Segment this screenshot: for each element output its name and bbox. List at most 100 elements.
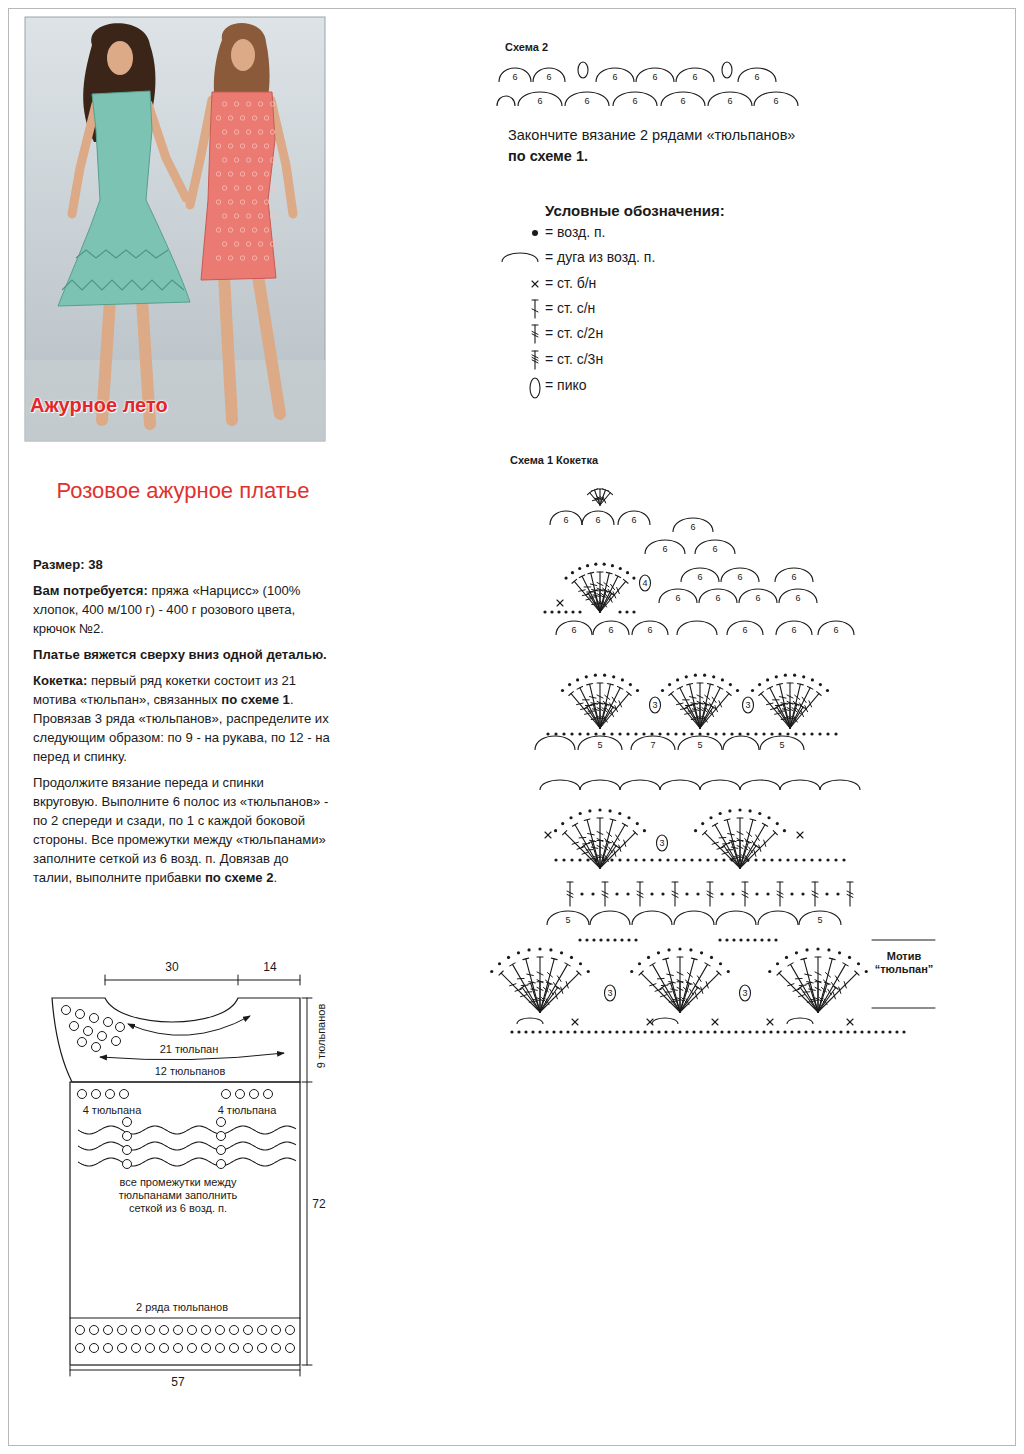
chain-dot — [776, 962, 779, 965]
sc-mark — [847, 1019, 853, 1025]
chain-dot — [755, 892, 758, 895]
chain-dot — [602, 858, 605, 861]
chain-dot — [860, 1030, 863, 1033]
chain-arc — [775, 568, 813, 582]
stitch-count: 7 — [650, 740, 655, 750]
stitch-bar — [527, 974, 534, 975]
dress-lace — [258, 130, 262, 134]
tulip-circle — [202, 1344, 211, 1353]
stitch-bar — [532, 355, 538, 358]
chain-arc — [502, 253, 538, 262]
chain-arc — [676, 68, 714, 82]
stitch-top — [833, 986, 838, 990]
chain-dot — [658, 858, 661, 861]
stitch-post — [779, 973, 818, 1012]
tulip-circle — [174, 1344, 183, 1353]
stitch-count: 6 — [773, 96, 778, 106]
chain-arc — [618, 511, 650, 525]
chain-dot — [766, 678, 769, 681]
dimension-line — [105, 980, 300, 981]
stitch-count: 6 — [563, 515, 568, 525]
chain-dot — [594, 674, 597, 677]
stitch-post — [777, 707, 790, 728]
stitch-top — [623, 579, 628, 583]
chain-dot — [650, 892, 653, 895]
stitch-bar — [566, 982, 568, 988]
chain-arc — [799, 911, 841, 925]
stitch-bar — [742, 894, 748, 897]
dress-lace — [258, 102, 262, 106]
chain-dot — [579, 962, 582, 965]
stitch-top — [523, 958, 529, 960]
chain-dot — [560, 951, 563, 954]
stitch-bar — [672, 894, 678, 897]
stitch-top — [650, 963, 655, 966]
tulip-circle — [78, 1038, 87, 1047]
stitch-bar — [597, 583, 603, 586]
tulip-circle — [216, 1326, 225, 1335]
stitch-bar — [604, 583, 609, 587]
chain-dot — [825, 1030, 828, 1033]
dress-lace — [246, 186, 250, 190]
chain-dot — [758, 683, 761, 686]
dress-lace — [234, 214, 238, 218]
count-arrow — [128, 1016, 250, 1035]
chain-dot — [627, 816, 630, 819]
chain-dot — [643, 829, 646, 832]
stitch-bar — [812, 894, 818, 897]
stitch-post — [739, 841, 740, 869]
stitch-bar — [510, 984, 516, 986]
dress-lace — [228, 228, 232, 232]
chain-dot — [819, 683, 822, 686]
stitch-post — [818, 959, 832, 1012]
stitch-top — [615, 575, 620, 578]
legend-entry: = дуга из возд. п. — [545, 249, 655, 266]
stitch-post — [680, 988, 698, 1012]
instruction: по схеме 1. — [508, 148, 588, 165]
stitch-bar — [529, 1001, 536, 1002]
sc-mark — [545, 832, 551, 838]
dress-lace — [240, 228, 244, 232]
chain-arc — [590, 911, 630, 925]
legend-symbol — [530, 378, 540, 398]
chain-dot — [776, 822, 779, 825]
chain-dot — [682, 858, 685, 861]
chain-dot — [853, 1030, 856, 1033]
chain-dot — [802, 675, 805, 678]
chain-dot — [725, 938, 728, 941]
stitch-top — [520, 986, 525, 990]
stitch-post — [687, 707, 700, 728]
stitch-bar — [533, 999, 540, 1001]
stitch-post — [534, 300, 535, 318]
chain-arc — [497, 96, 515, 106]
chain-dot — [490, 970, 493, 973]
chain-dot — [838, 951, 841, 954]
stitch-bar — [597, 839, 603, 842]
stitch-bar — [795, 978, 802, 979]
stitch-top — [750, 819, 756, 821]
stitch-post — [740, 846, 756, 868]
chain-arc — [596, 68, 634, 82]
chain-dot — [568, 683, 571, 686]
chain-dot — [634, 858, 637, 861]
picot-count: 3 — [652, 700, 657, 710]
stitch-bar — [619, 845, 621, 851]
stitch-post — [501, 973, 540, 1012]
legend-symbol — [532, 230, 538, 236]
sc-mark — [767, 1019, 773, 1025]
stitch-post — [740, 833, 775, 868]
stitch-post — [592, 842, 600, 868]
page-border — [9, 9, 1016, 1446]
legend-symbol — [532, 300, 538, 318]
stitch-post — [539, 982, 540, 1012]
chain-dot — [794, 732, 797, 735]
stitch-count: 5 — [565, 915, 570, 925]
stitch-bar — [567, 894, 573, 897]
stitch-post — [600, 593, 612, 612]
note: все промежутки между тюльпанами заполнит… — [105, 1176, 251, 1216]
stitch-bar — [697, 695, 703, 698]
stitch-post — [590, 684, 600, 728]
tulip-circle — [217, 1118, 226, 1127]
stitch-top — [499, 971, 503, 975]
dress-lace — [264, 144, 268, 148]
